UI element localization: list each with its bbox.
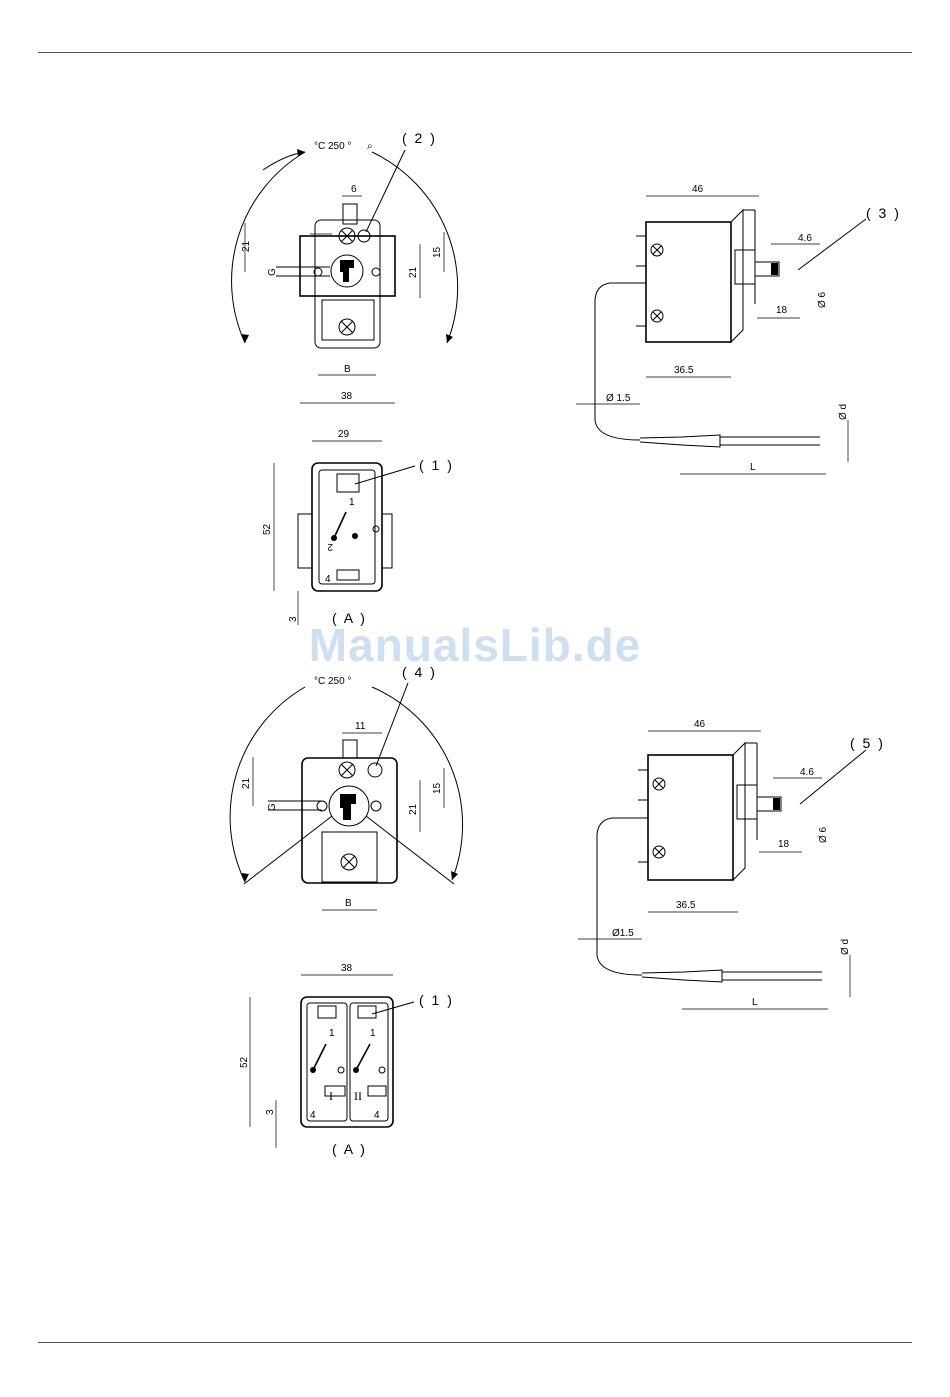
dim-phi1-5: Ø 1.5 [606, 393, 631, 404]
dim-15-2: 15 [432, 782, 443, 794]
dim-l: L [750, 462, 756, 473]
dim-46-2: 46 [694, 719, 706, 730]
housing-outline-2 [302, 758, 397, 883]
terminal-4b: 4 [374, 1110, 380, 1121]
side-view-top: 46 4.6 18 Ø 6 36.5 Ø 1.5 Ø d L ( 3 ) [576, 184, 901, 474]
pole-i: I [329, 1089, 333, 1103]
terminal-2: 2 [327, 541, 333, 552]
dim-4-6-2: 4.6 [800, 767, 814, 778]
dim-36-5-2: 36.5 [676, 900, 696, 911]
lower-window [322, 300, 374, 340]
dim-52-2: 52 [239, 1056, 250, 1068]
terminal-4: 4 [325, 574, 331, 585]
dim-52: 52 [262, 523, 273, 535]
dim-6: 6 [351, 184, 357, 195]
top-tab [343, 204, 357, 224]
dim-b: B [344, 364, 351, 375]
rear-view-double: 1 1 I II 4 4 38 52 3 ( A ) ( 1 ) [239, 963, 454, 1157]
terminal-4a: 4 [310, 1110, 316, 1121]
front-view-single: °C 250 ° ⌕ 6 21 G 21 [232, 130, 458, 403]
callout-3: ( 3 ) [866, 205, 901, 221]
pole-ii: II [354, 1089, 362, 1103]
dim-15: 15 [432, 246, 443, 258]
dim-38-2: 38 [341, 963, 353, 974]
dim-phid: Ø d [838, 404, 849, 420]
callout-5: ( 5 ) [850, 735, 885, 751]
switch-contact [334, 512, 346, 538]
dim-g: G [267, 268, 278, 276]
front-view-double: °C 250 ° 11 21 G 21 15 [230, 664, 462, 910]
dim-4-6: 4.6 [798, 233, 812, 244]
side-view-bottom: 46 4.6 18 Ø 6 36.5 Ø1.5 Ø d L ( 5 ) [578, 719, 885, 1009]
dim-phid-2: Ø d [840, 939, 851, 955]
callout-2: ( 2 ) [402, 130, 437, 146]
dim-21-left: 21 [241, 240, 252, 252]
max-symbol: ⌕ [367, 141, 373, 152]
dim-21-right-2: 21 [408, 803, 419, 815]
thermostat-body [646, 222, 731, 342]
terminal-1b: 1 [370, 1028, 376, 1039]
dim-21-left-2: 21 [241, 777, 252, 789]
dim-36-5: 36.5 [674, 365, 694, 376]
terminal-1: 1 [349, 497, 355, 508]
dim-3-2: 3 [265, 1109, 276, 1115]
terminal-1a: 1 [329, 1028, 335, 1039]
dim-g-2: G [267, 803, 278, 811]
shaft [340, 260, 354, 282]
label-a-2: ( A ) [332, 1141, 367, 1157]
dim-46: 46 [692, 184, 704, 195]
rear-view-single: 1 2 4 29 52 3 ( A ) ( 1 ) [262, 429, 454, 626]
dim-phi6-2: Ø 6 [818, 826, 829, 843]
rear-housing [312, 463, 382, 591]
dim-21-right: 21 [408, 266, 419, 278]
housing-outline [315, 220, 380, 348]
capillary-tube [595, 283, 646, 440]
dim-29: 29 [338, 429, 350, 440]
dim-18: 18 [776, 305, 788, 316]
callout-4-pin [368, 763, 382, 777]
dim-b-2: B [345, 898, 352, 909]
dim-18-2: 18 [778, 839, 790, 850]
temperature-label-2: °C 250 ° [314, 676, 351, 687]
dim-38: 38 [341, 391, 353, 402]
watermark: ManualsLib.de [0, 618, 950, 672]
sensor-bulb [640, 435, 720, 447]
rotation-arc-right [372, 152, 458, 343]
dim-phi1-5-2: Ø1.5 [612, 928, 634, 939]
dim-l-2: L [752, 997, 758, 1008]
dim-phi6: Ø 6 [817, 291, 828, 308]
dim-11: 11 [355, 721, 366, 732]
temperature-label: °C 250 ° [314, 141, 351, 152]
callout-1: ( 1 ) [419, 457, 454, 473]
arrow-head-left [241, 334, 249, 343]
callout-1-2: ( 1 ) [419, 992, 454, 1008]
